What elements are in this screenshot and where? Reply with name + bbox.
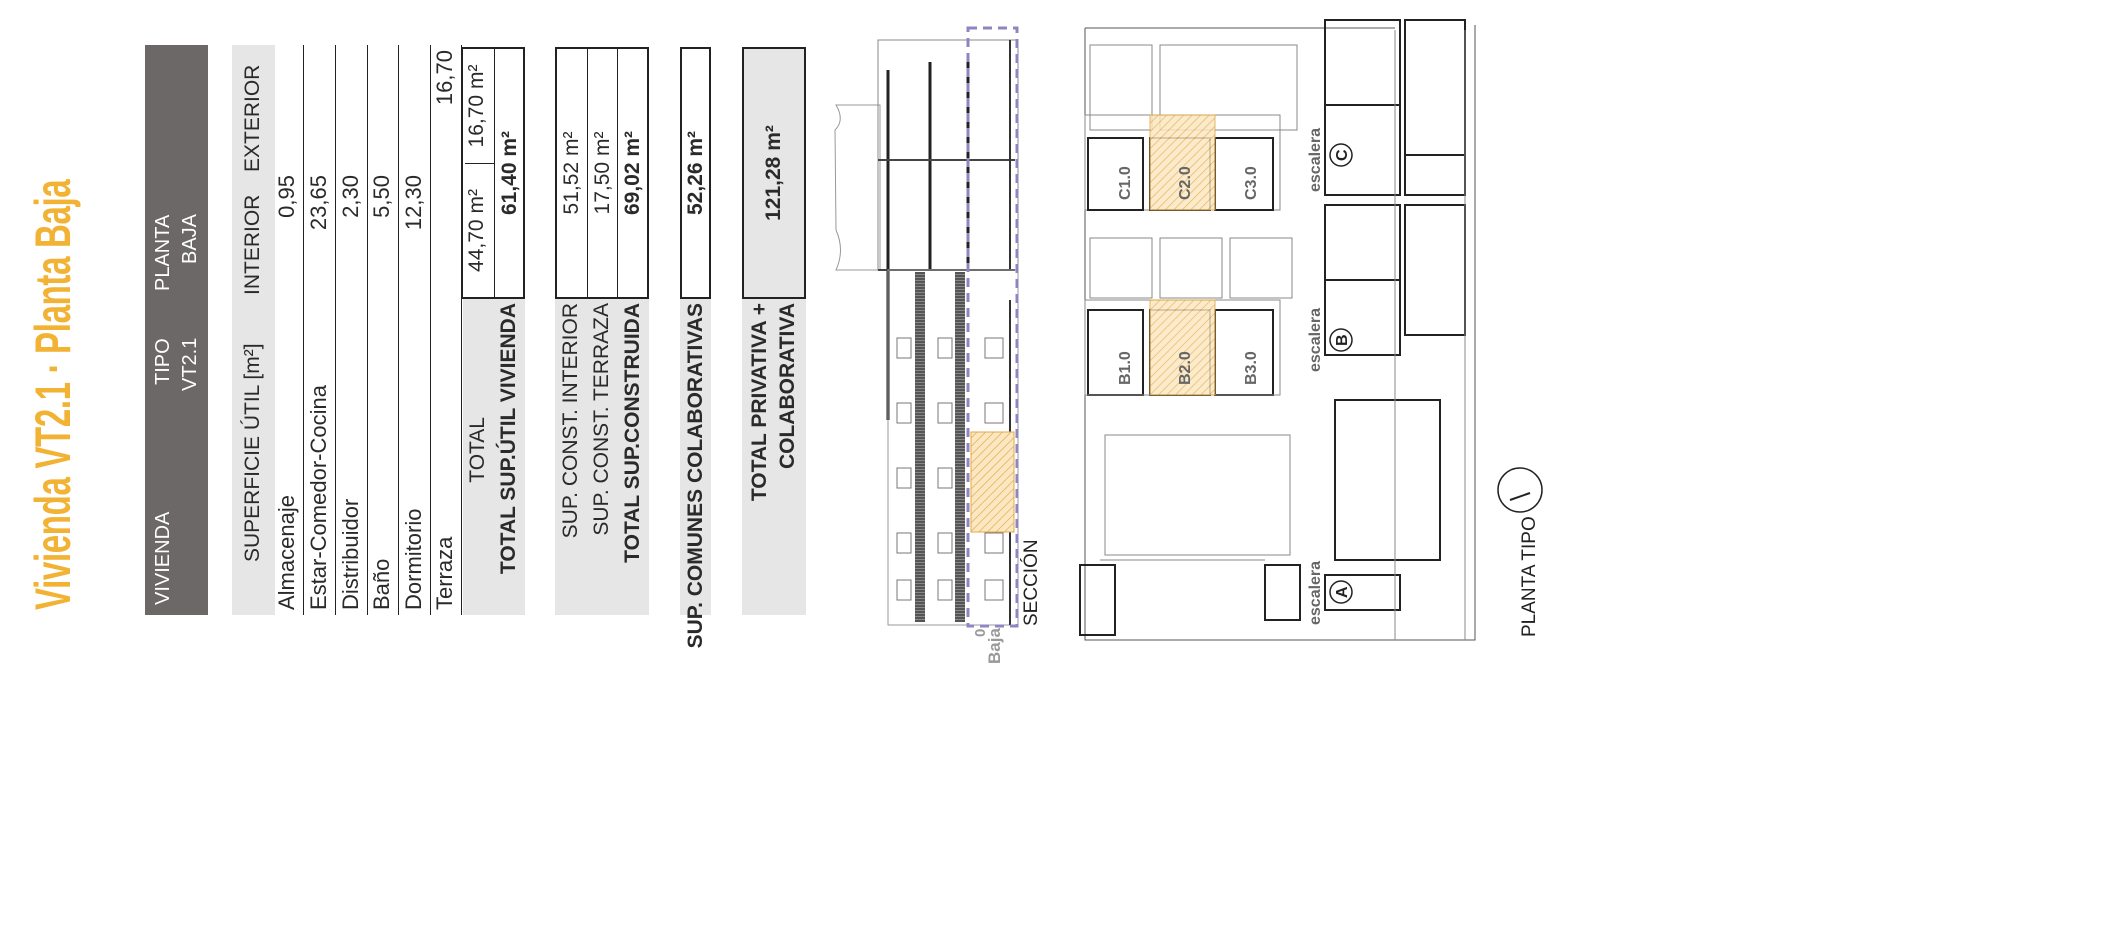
section-drawing — [834, 26, 1019, 628]
floor-plan — [1079, 19, 1543, 641]
unit-label: B2.0 — [1177, 351, 1194, 385]
unit-label: C2.0 — [1177, 166, 1194, 200]
north-compass-icon — [1497, 467, 1543, 513]
unit-label: B1.0 — [1117, 351, 1134, 385]
unit-label: C1.0 — [1117, 166, 1134, 200]
stair-c-marker: C — [1334, 149, 1351, 161]
section-label: SECCIÓN — [1020, 539, 1042, 626]
stair-b-marker: B — [1334, 334, 1351, 346]
stair-label-a: escalera — [1307, 561, 1324, 625]
stair-a-marker: A — [1334, 586, 1351, 598]
unit-label: C3.0 — [1243, 166, 1260, 200]
section-frame — [966, 26, 1019, 628]
plan-label: PLANTA TIPO — [1519, 516, 1540, 637]
stair-label-c: escalera — [1307, 128, 1324, 192]
level-label: Baja — [985, 628, 1004, 664]
stair-label-b: escalera — [1307, 308, 1324, 372]
unit-label: B3.0 — [1243, 351, 1260, 385]
level-number: 0 — [972, 629, 989, 637]
